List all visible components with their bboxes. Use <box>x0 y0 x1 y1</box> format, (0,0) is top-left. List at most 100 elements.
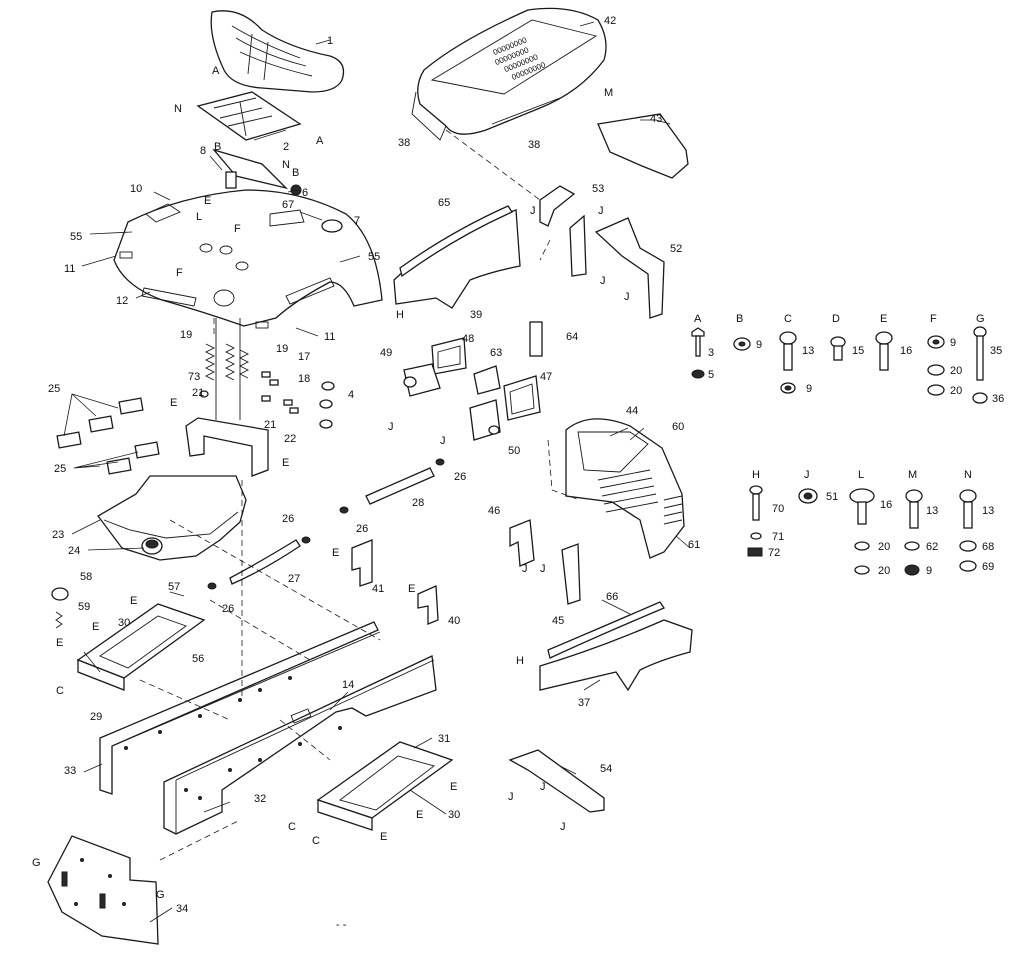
callout-21-b: 21 <box>264 419 276 431</box>
callout-50: 50 <box>508 445 520 457</box>
lamp-housing-50-part <box>469 399 501 441</box>
seat-pan-part <box>196 91 302 141</box>
callout-26-d: 26 <box>454 471 466 483</box>
callout-72: 72 <box>768 547 780 559</box>
key-B: B <box>736 313 743 325</box>
callout-19-b: 19 <box>276 343 288 355</box>
callout-5: 5 <box>708 369 714 381</box>
callout-11-right: 11 <box>324 331 335 343</box>
cap-part <box>321 219 343 233</box>
clip-part <box>55 611 63 629</box>
callout-47: 47 <box>540 371 552 383</box>
callout-20-f1: 20 <box>950 365 962 377</box>
callout-38-b: 38 <box>528 139 540 151</box>
ref-J-6: J <box>440 435 446 447</box>
ref-A-1: A <box>212 65 220 77</box>
tube-part <box>365 467 435 505</box>
ref-F-2: F <box>176 267 183 279</box>
callout-20-m1: 20 <box>878 541 890 553</box>
hood-bracket-52-part <box>594 217 665 319</box>
hose-part <box>229 539 301 585</box>
callout-20-f2: 20 <box>950 385 962 397</box>
ref-B-1: B <box>214 141 221 153</box>
callout-69: 69 <box>982 561 994 573</box>
callout-18: 18 <box>298 373 310 385</box>
callout-12: 12 <box>116 295 128 307</box>
callout-9-c: 9 <box>806 383 812 395</box>
ref-L-1: L <box>196 211 202 223</box>
ref-J-9: J <box>508 791 514 803</box>
callout-44: 44 <box>626 405 638 417</box>
callout-57: 57 <box>168 581 180 593</box>
drawbar-part <box>508 749 605 813</box>
hood-bracket-53-part <box>539 185 587 277</box>
callout-2: 2 <box>283 141 289 153</box>
clips-part <box>207 458 445 590</box>
key-C: C <box>784 313 792 325</box>
callout-19-a: 19 <box>180 329 192 341</box>
callout-26-b: 26 <box>356 523 368 535</box>
callout-7: 7 <box>354 215 360 227</box>
ref-J-1: J <box>530 205 536 217</box>
callout-67: 67 <box>282 199 294 211</box>
fuel-tank-part <box>97 475 247 561</box>
callout-26-a: 26 <box>282 513 294 525</box>
callout-labels: 1 2 8 6 7 10 67 55 55 11 11 12 19 19 17 … <box>48 15 1004 915</box>
callout-56: 56 <box>192 653 204 665</box>
lower-trim-part <box>547 601 665 659</box>
ref-E-6: E <box>130 595 137 607</box>
ref-E-11: E <box>380 831 387 843</box>
callout-4: 4 <box>348 389 354 401</box>
key-G: G <box>976 313 985 325</box>
reference-letters: A A N N B B E L F F E E E E E E E C E E … <box>32 65 985 901</box>
bracket-40-part <box>417 585 439 625</box>
right-frame-rail-part <box>163 655 437 835</box>
callout-17: 17 <box>298 351 310 363</box>
dash-panel-part <box>113 189 383 329</box>
callout-40: 40 <box>448 615 460 627</box>
hood-part <box>411 7 607 141</box>
callout-34: 34 <box>176 903 188 915</box>
callout-13-m: 13 <box>926 505 938 517</box>
key-J: J <box>804 469 810 481</box>
bumpers-part <box>319 381 335 429</box>
callout-49: 49 <box>380 347 392 359</box>
callout-52: 52 <box>670 243 682 255</box>
callout-14: 14 <box>342 679 354 691</box>
callout-13-c: 13 <box>802 345 814 357</box>
key-E: E <box>880 313 887 325</box>
callout-63: 63 <box>490 347 502 359</box>
key-F: F <box>930 313 937 325</box>
callout-10: 10 <box>130 183 142 195</box>
key-A: A <box>694 313 702 325</box>
ref-H-2: H <box>516 655 524 667</box>
callout-9-f: 9 <box>950 337 956 349</box>
ref-J-2: J <box>598 205 604 217</box>
callout-59: 59 <box>78 601 90 613</box>
bracket-41-part <box>351 539 373 587</box>
callout-51: 51 <box>826 491 838 503</box>
callout-22: 22 <box>284 433 296 445</box>
front-plate-part <box>47 835 159 945</box>
ref-N-2: N <box>282 159 290 171</box>
callout-16-l: 16 <box>880 499 892 511</box>
ref-E-10: E <box>416 809 423 821</box>
left-footrest-part <box>76 591 206 691</box>
bracket-47-part <box>503 375 541 421</box>
ref-G-2: G <box>156 889 165 901</box>
ref-E-9: E <box>450 781 457 793</box>
ref-C-2: C <box>288 821 296 833</box>
callout-58: 58 <box>80 571 92 583</box>
callout-31: 31 <box>438 733 450 745</box>
callout-53: 53 <box>592 183 604 195</box>
ref-J-11: J <box>560 821 566 833</box>
small-hardware-part <box>199 371 299 414</box>
callout-55-right: 55 <box>368 251 380 263</box>
callout-3: 3 <box>708 347 714 359</box>
callout-25-a: 25 <box>48 383 60 395</box>
ref-H-1: H <box>396 309 404 321</box>
ref-J-5: J <box>388 421 394 433</box>
ref-E-4: E <box>332 547 339 559</box>
bracket-45-part <box>561 543 581 605</box>
